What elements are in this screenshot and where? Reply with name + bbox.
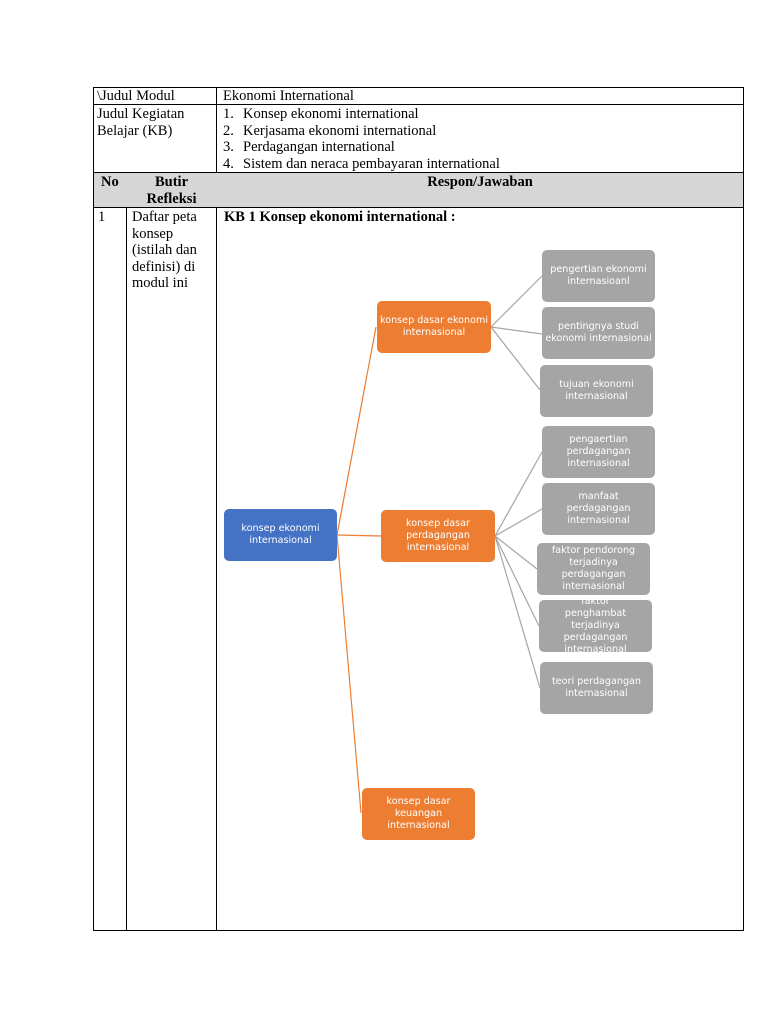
concept-branch-node-2: konsep dasar perdagangan internasional	[381, 510, 495, 562]
connector-root-branch1	[336, 326, 377, 536]
concept-leaf-node: pengertian ekonomi internasioanl	[542, 250, 655, 302]
concept-leaf-node: faktor penghambat terjadinya perdagangan…	[539, 596, 652, 655]
kb-list-text: Perdagangan international	[243, 139, 395, 155]
concept-leaf-label: pengaertian perdagangan internasional	[566, 434, 631, 469]
row-number: 1	[98, 209, 106, 225]
kb-list-text: Kerjasama ekonomi international	[243, 122, 437, 139]
butir-refleksi-text: Daftar peta konsep (istilah dan definisi…	[132, 209, 197, 291]
connector-root-branch3	[336, 534, 362, 814]
table-header-row	[94, 173, 743, 207]
concept-leaf-label: pentingnya studi ekonomi internasional	[545, 321, 652, 344]
connector-b2-leaf1	[494, 451, 543, 537]
header-respon-jawaban: Respon/Jawaban	[427, 174, 533, 190]
connector-b2-leaf2	[494, 508, 543, 537]
concept-leaf-node: faktor pendorong terjadinya perdagangan …	[537, 543, 650, 595]
kb-list-text: Konsep ekonomi international	[243, 106, 419, 122]
concept-leaf-node: pengaertian perdagangan internasional	[542, 426, 655, 478]
concept-leaf-label: manfaat perdagangan internasional	[566, 491, 631, 526]
concept-leaf-label: faktor penghambat terjadinya perdagangan…	[563, 596, 628, 655]
kb-title: KB 1 Konsep ekonomi international :	[224, 209, 456, 225]
concept-root-label: konsep ekonomi internasional	[241, 523, 320, 546]
connector-b2-leaf5	[494, 535, 541, 689]
concept-root-node: konsep ekonomi internasional	[224, 509, 337, 561]
header-no: No	[101, 174, 119, 190]
kb-list-item: 3. Perdagangan international	[223, 139, 395, 156]
kb-list-number: 2.	[223, 122, 234, 139]
connector-b2-leaf4	[494, 535, 540, 627]
concept-leaf-node: tujuan ekonomi internasional	[540, 365, 653, 417]
connector-b1-leaf3	[490, 326, 541, 391]
connector-b2-leaf3	[494, 535, 538, 570]
judul-modul-value: Ekonomi International	[223, 88, 354, 104]
kb-list-item: 1. Konsep ekonomi international	[223, 106, 419, 123]
kb-list-number: 4.	[223, 155, 234, 172]
connector-b1-leaf1	[490, 275, 543, 328]
judul-kb-label: Judul Kegiatan Belajar (KB)	[97, 106, 185, 139]
concept-leaf-label: pengertian ekonomi internasioanl	[550, 264, 647, 287]
concept-branch-node-1: konsep dasar ekonomi internasional	[377, 301, 491, 353]
kb-list-number: 3.	[223, 139, 234, 155]
concept-branch-label: konsep dasar keuangan internasional	[386, 796, 451, 831]
concept-leaf-node: manfaat perdagangan internasional	[542, 483, 655, 535]
concept-leaf-label: faktor pendorong terjadinya perdagangan …	[551, 545, 636, 592]
connector-b1-leaf2	[490, 326, 543, 335]
concept-leaf-label: teori perdagangan internasional	[551, 676, 642, 699]
kb-list-item: 2. Kerjasama ekonomi international	[223, 123, 436, 140]
concept-leaf-label: tujuan ekonomi internasional	[559, 379, 634, 402]
concept-branch-label: konsep dasar perdagangan internasional	[406, 518, 470, 553]
connector-root-branch2	[336, 534, 382, 537]
concept-leaf-node: teori perdagangan internasional	[540, 662, 653, 714]
concept-branch-label: konsep dasar ekonomi internasional	[380, 315, 488, 338]
kb-list-number: 1.	[223, 106, 234, 122]
concept-branch-node-3: konsep dasar keuangan internasional	[362, 788, 475, 840]
concept-leaf-node: pentingnya studi ekonomi internasional	[542, 307, 655, 359]
judul-modul-label: \Judul Modul	[97, 88, 175, 104]
kb-list-item: 4. Sistem dan neraca pembayaran internati…	[223, 156, 500, 173]
header-butir-refleksi: Butir Refleksi	[146, 174, 197, 207]
kb-list-text: Sistem dan neraca pembayaran internation…	[243, 155, 500, 172]
